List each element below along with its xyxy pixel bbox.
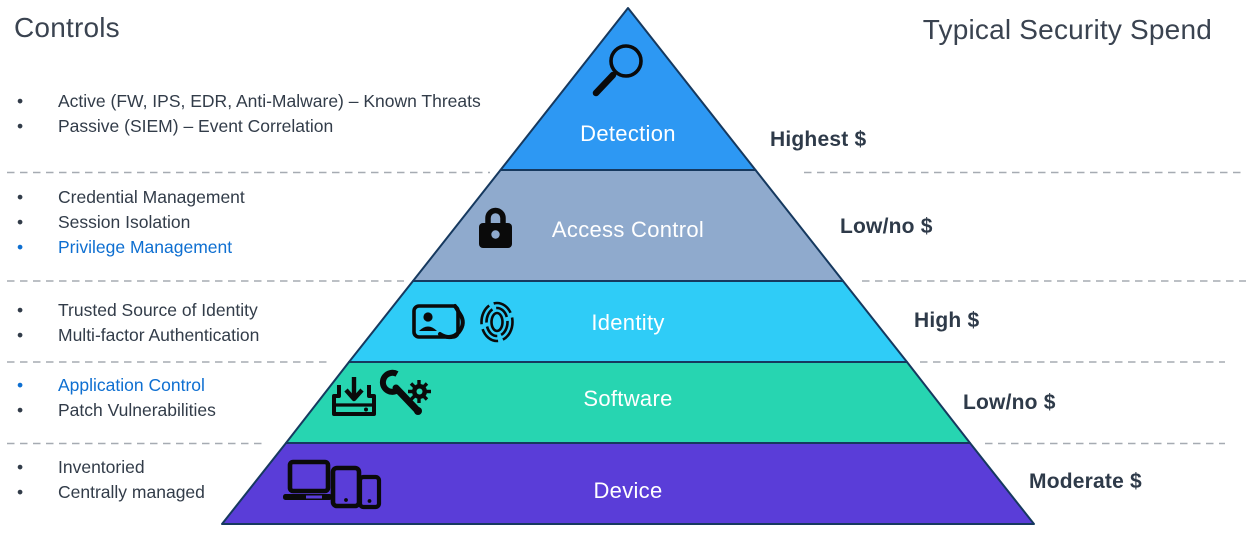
control-item-text: Inventoried bbox=[58, 457, 145, 477]
level-label-detection: Detection bbox=[580, 121, 676, 146]
list-item: • Application Control bbox=[0, 373, 500, 398]
list-item: • Session Isolation bbox=[0, 210, 500, 235]
bullet-marker: • bbox=[17, 375, 24, 395]
level-label-device: Device bbox=[593, 478, 663, 503]
list-item: • Active (FW, IPS, EDR, Anti-Malware) – K… bbox=[0, 89, 500, 114]
control-item-text: Active (FW, IPS, EDR, Anti-Malware) – Kn… bbox=[58, 91, 481, 111]
bullet-marker: • bbox=[17, 237, 24, 257]
control-item-text: Centrally managed bbox=[58, 482, 205, 502]
list-item: • Trusted Source of Identity bbox=[0, 298, 500, 323]
control-item-text: Application Control bbox=[58, 375, 205, 395]
controls-heading: Controls bbox=[14, 12, 120, 43]
list-item: • Inventoried bbox=[0, 455, 500, 480]
spend-label-software: Low/no $ bbox=[963, 391, 1056, 414]
controls-section-device: • Inventoried • Centrally managed bbox=[0, 455, 500, 505]
control-item-text: Patch Vulnerabilities bbox=[58, 400, 216, 420]
spend-label-access-control: Low/no $ bbox=[840, 215, 933, 238]
bullet-marker: • bbox=[17, 457, 24, 477]
list-item: • Credential Management bbox=[0, 185, 500, 210]
bullet-marker: • bbox=[17, 187, 24, 207]
spend-label-identity: High $ bbox=[914, 309, 980, 332]
list-item: • Multi-factor Authentication bbox=[0, 323, 500, 348]
level-label-software: Software bbox=[583, 386, 673, 411]
spend-heading: Typical Security Spend bbox=[922, 14, 1212, 45]
pyramid-level-detection bbox=[499, 7, 757, 171]
bullet-marker: • bbox=[17, 91, 24, 111]
control-item-text: Passive (SIEM) – Event Correlation bbox=[58, 116, 334, 136]
controls-section-access-control: • Credential Management • Session Isolatio… bbox=[0, 185, 500, 260]
bullet-marker: • bbox=[17, 300, 24, 320]
list-item: • Privilege Management bbox=[0, 235, 500, 260]
padlock-icon bbox=[479, 207, 512, 248]
bullet-marker: • bbox=[17, 212, 24, 232]
controls-section-detection: • Active (FW, IPS, EDR, Anti-Malware) – K… bbox=[0, 89, 500, 139]
wrench-gear-icon bbox=[379, 369, 431, 415]
control-item-text: Session Isolation bbox=[58, 212, 191, 232]
spend-label-detection: Highest $ bbox=[770, 128, 867, 151]
fingerprint-icon bbox=[480, 301, 514, 343]
list-item: • Passive (SIEM) – Event Correlation bbox=[0, 114, 500, 139]
bullet-marker: • bbox=[17, 116, 24, 136]
devices-icon bbox=[283, 459, 382, 510]
magnifier-icon bbox=[592, 44, 643, 97]
level-label-access-control: Access Control bbox=[551, 217, 705, 242]
level-label-identity: Identity bbox=[591, 310, 665, 335]
bullet-marker: • bbox=[17, 482, 24, 502]
bullet-marker: • bbox=[17, 325, 24, 345]
list-item: • Centrally managed bbox=[0, 480, 500, 505]
control-item-text: Credential Management bbox=[58, 187, 245, 207]
control-item-text: Trusted Source of Identity bbox=[58, 300, 258, 320]
software-install-icon bbox=[332, 377, 376, 416]
bullet-marker: • bbox=[17, 400, 24, 420]
list-item: • Patch Vulnerabilities bbox=[0, 398, 500, 423]
control-item-text: Multi-factor Authentication bbox=[58, 325, 260, 345]
controls-section-identity: • Trusted Source of Identity • Multi-facto… bbox=[0, 298, 500, 348]
id-card-icon bbox=[412, 304, 465, 339]
controls-section-software: • Application Control • Patch Vulnerabilit… bbox=[0, 373, 500, 423]
spend-label-device: Moderate $ bbox=[1029, 470, 1142, 493]
control-item-text: Privilege Management bbox=[58, 237, 233, 257]
